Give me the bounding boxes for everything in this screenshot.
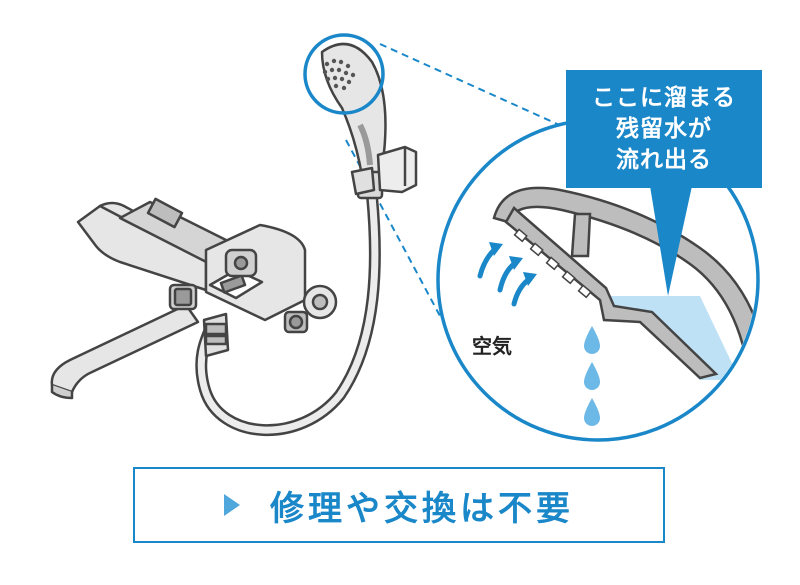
footer-banner: 修理や交換は不要: [133, 467, 665, 543]
footer-text: 修理や交換は不要: [270, 488, 574, 529]
air-label: 空気: [472, 334, 512, 358]
faucet-mixer: [50, 197, 338, 400]
callout-line-2: 残留水が: [616, 115, 712, 142]
callout-line-1: ここに溜まる: [592, 84, 736, 111]
callout-box: [566, 70, 762, 296]
shower-holder: [350, 145, 418, 196]
callout-text: ここに溜まる 残留水が 流れ出る: [566, 74, 762, 184]
nozzle-holes: [322, 58, 356, 91]
play-arrow-icon: [224, 494, 240, 516]
water-drop-icon: [584, 326, 600, 426]
callout-line-3: 流れ出る: [616, 146, 712, 173]
nozzle-cross-section: [492, 186, 756, 384]
air-arrow-heads: [489, 242, 537, 286]
zoom-lines: [345, 43, 567, 317]
nozzle-highlight-circle: [303, 33, 385, 115]
